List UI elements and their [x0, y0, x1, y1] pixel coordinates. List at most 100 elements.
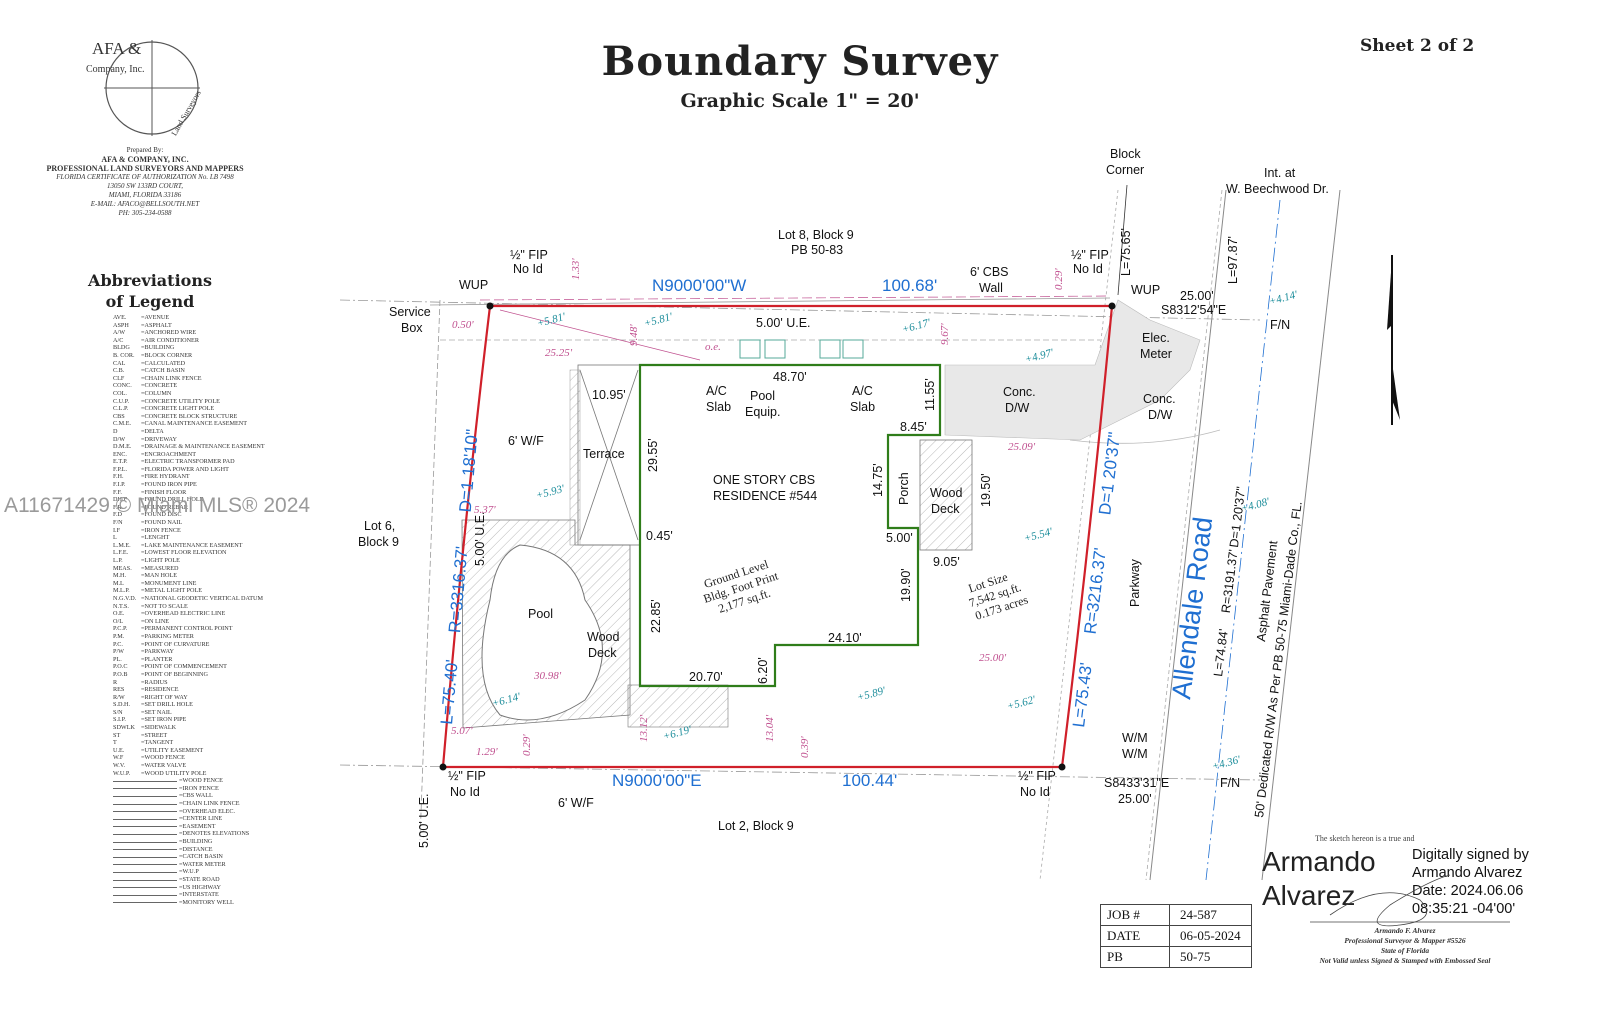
legend-symbol-row: =CBS WALL	[113, 792, 293, 800]
lot-west-block: Block 9	[358, 535, 399, 549]
legend-meaning: =TANGENT	[141, 739, 174, 747]
legend-row: DH/F=FOUND DRILL HOLE	[113, 496, 293, 504]
elevation-1: +5.81'	[536, 311, 568, 330]
legend-abbr: D/W	[113, 435, 126, 443]
legend-meaning: =FOUND REBAR	[141, 503, 188, 511]
legend-row: P.O.B=POINT OF BEGINNING	[113, 671, 293, 679]
legend-meaning: =LIGHT POLE	[141, 557, 180, 564]
legend-meaning: =MONUMENT LINE	[141, 579, 197, 587]
legend-meaning: =FOUND DISC	[141, 511, 182, 519]
legend-row: P.C.P.=PERMANENT CONTROL POINT	[113, 625, 293, 633]
legend-meaning: =NATIONAL GEODETIC VERTICAL DATUM	[141, 594, 263, 602]
residence-label: ONE STORY CBS	[713, 473, 815, 487]
legend-abbr: D.M.E.	[113, 443, 132, 451]
legend-meaning: =WOOD UTILITY POLE	[141, 769, 207, 777]
fip-se-id: No Id	[1020, 785, 1050, 799]
setback-13-12: 13.12'	[638, 714, 650, 742]
legend-symbol-meaning: =STATE ROAD	[179, 875, 220, 883]
legend-abbr: CLF	[113, 374, 125, 382]
legend-row: MEAS.=MEASURED	[113, 565, 293, 573]
cbs-wall-2: Wall	[979, 281, 1003, 295]
setback-25-25: 25.25'	[545, 347, 573, 359]
cbs-wall: 6' CBS	[970, 265, 1009, 279]
pool-equip-2: Equip.	[745, 405, 780, 419]
legend-row: AVE.=AVENUE	[113, 314, 293, 322]
digital-signature: Digitally signed by Armando Alvarez Date…	[1412, 846, 1529, 918]
road-curve-length: L=74.84'	[1211, 628, 1231, 677]
conc-dw-2: Conc.	[1143, 392, 1176, 406]
legend-row: O/L=ON LINE	[113, 618, 293, 626]
oe-label: o.e.	[705, 341, 721, 353]
fip-sw-id: No Id	[450, 785, 480, 799]
fip-ne-id: No Id	[1073, 262, 1103, 276]
legend-symbol-row: =MONITORY WELL	[113, 899, 293, 907]
legend-meaning: =MEASURED	[141, 564, 179, 572]
legend-symbol-meaning: =BUILDING	[179, 837, 213, 845]
left-curve-length: L=75.40'	[437, 659, 462, 726]
legend-row: U.E.=UTILITY EASEMENT	[113, 747, 293, 755]
legend-row: A/C=AIR CONDITIONER	[113, 337, 293, 345]
legend-meaning: =RESIDENCE	[141, 686, 179, 694]
legend-symbol-meaning: =W.U.P	[179, 868, 199, 876]
legend-symbol-icon	[113, 899, 177, 904]
legend-symbol-meaning: =DISTANCE	[179, 845, 213, 853]
service-box: Service	[389, 305, 431, 319]
legend-symbol-icon	[113, 815, 177, 820]
legend-meaning: =POINT OF CURVATURE	[141, 640, 210, 648]
lot-west: Lot 6,	[364, 519, 395, 533]
legend-symbol-icon	[113, 830, 177, 835]
residence-footprint	[638, 363, 942, 688]
legend-row: BLDG=BUILDING	[113, 344, 293, 352]
legend-abbr: L.P.	[113, 557, 123, 564]
legend-meaning: =SET DRILL HOLE	[141, 701, 193, 709]
legend-meaning: =CONCRETE UTILITY POLE	[141, 397, 220, 405]
legend-symbol-row: =OVERHEAD ELEC.	[113, 808, 293, 816]
elevation-5: +4.14'	[1268, 289, 1300, 308]
ue-top: 5.00' U.E.	[756, 316, 811, 330]
legend-abbr: DH/F	[113, 496, 128, 504]
ac-slab-2: A/C	[852, 384, 873, 398]
setback-1-33: 1.33'	[570, 258, 582, 280]
dim-14-75: 14.75'	[871, 463, 885, 497]
legend-meaning: =LENGHT	[141, 534, 170, 542]
wf-bottom: 6' W/F	[558, 796, 594, 810]
wood-deck-east	[919, 439, 973, 551]
block-corner-leader	[1117, 184, 1128, 296]
wup-east: WUP	[1131, 283, 1160, 297]
block-corner: Block	[1110, 147, 1141, 161]
legend-symbol-row: =CENTER LINE	[113, 815, 293, 823]
legend-row: M.H.=MAN HOLE	[113, 572, 293, 580]
north-arrow-icon	[1387, 255, 1400, 425]
elec-meter-2: Meter	[1140, 347, 1172, 361]
legend-meaning: =NOT TO SCALE	[141, 602, 188, 610]
legend-abbr: F/N	[113, 519, 123, 527]
legend-symbol-meaning: =OVERHEAD ELEC.	[179, 807, 236, 815]
legend-symbol-meaning: =WATER METER	[179, 860, 226, 868]
legend-row: L.P. =LIGHT POLE	[113, 557, 293, 565]
legend-meaning: =RIGHT OF WAY	[141, 693, 188, 701]
lot-north: Lot 8, Block 9	[778, 228, 854, 242]
dim-11-55: 11.55'	[923, 378, 937, 411]
legend-abbr: N.G.V.D.	[113, 594, 137, 602]
prepared-by: Prepared By:	[126, 146, 164, 154]
legend-meaning: =PARKWAY	[141, 648, 174, 656]
firm-address-1: 13050 SW 133RD COURT,	[106, 182, 184, 190]
firm-address-2: MIAMI, FLORIDA 33186	[108, 191, 182, 199]
legend-meaning: =SIDEWALK	[141, 724, 177, 732]
ac-slab-1b: Slab	[706, 400, 731, 414]
water-meter-1: W/M	[1122, 731, 1148, 745]
legend-row: S.D.H.=SET DRILL HOLE	[113, 701, 293, 709]
legend-abbr: S/N	[113, 708, 123, 716]
legend-symbol-icon	[113, 823, 177, 828]
legend-abbr: F.R.	[113, 503, 124, 511]
road-length-75: L=75.65'	[1119, 228, 1133, 276]
ac-slab-2b: Slab	[850, 400, 875, 414]
dim-22-85: 22.85'	[649, 599, 663, 633]
legend-abbr: L.M.E.	[113, 541, 131, 549]
digital-signer: Armando Alvarez	[1412, 865, 1523, 881]
legend-meaning: =BLOCK CORNER	[141, 351, 193, 359]
legend-symbol-row: =DENOTES ELEVATIONS	[113, 830, 293, 838]
legend-meaning: =SET NAIL	[141, 708, 172, 716]
corner-markers	[439, 302, 1116, 771]
survey-title: Boundary Survey	[601, 38, 999, 85]
